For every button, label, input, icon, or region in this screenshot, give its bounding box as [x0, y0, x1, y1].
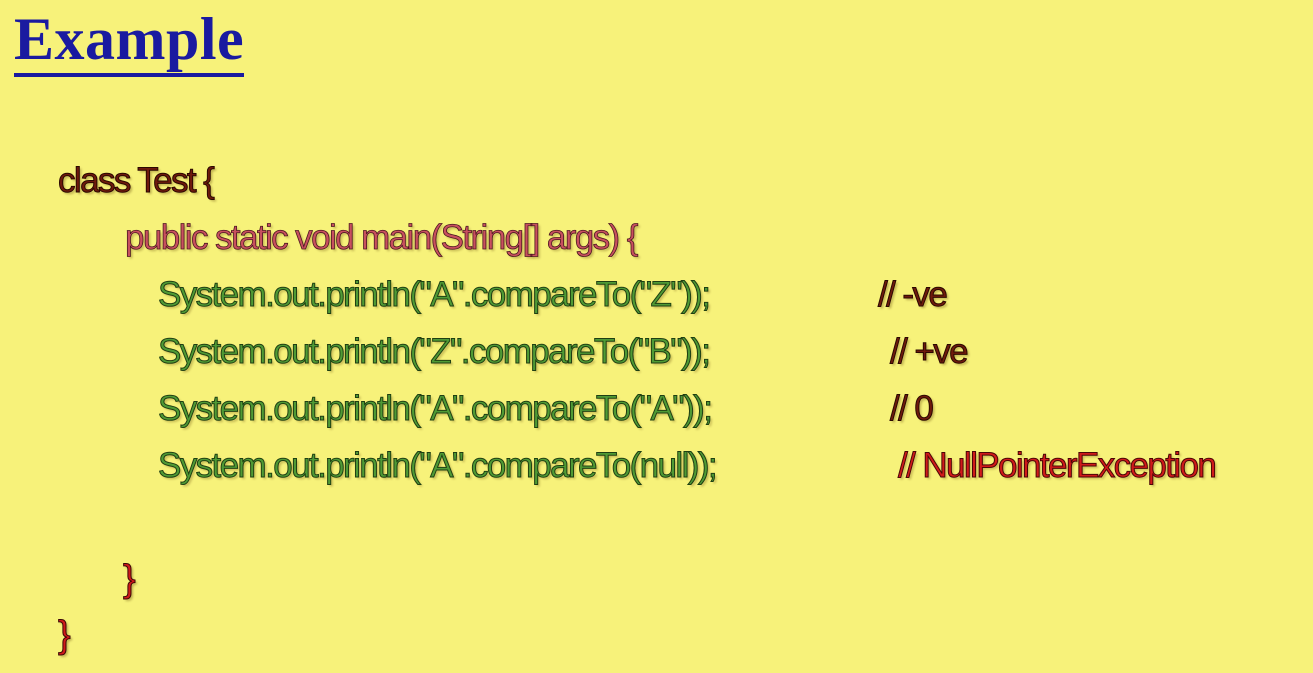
comment-null-pointer-exception: // NullPointerException [897, 446, 1217, 485]
statement-compare-a-null: System.out.println("A".compareTo(null)); [157, 446, 718, 485]
method-close-brace: } [122, 558, 136, 600]
comment-negative: // -ve [877, 275, 948, 314]
slide-title: Example [14, 8, 245, 77]
comment-positive: // +ve [890, 332, 970, 371]
class-close-brace: } [57, 614, 71, 656]
statement-compare-a-a: System.out.println("A".compareTo("A")); [157, 389, 713, 428]
statement-compare-a-z: System.out.println("A".compareTo("Z")); [157, 275, 711, 314]
statement-compare-z-b: System.out.println("Z".compareTo("B")); [157, 332, 711, 371]
comment-zero: // 0 [889, 389, 934, 428]
method-declaration: public static void main(String[] args) { [125, 218, 639, 257]
class-declaration: class Test { [57, 161, 215, 200]
